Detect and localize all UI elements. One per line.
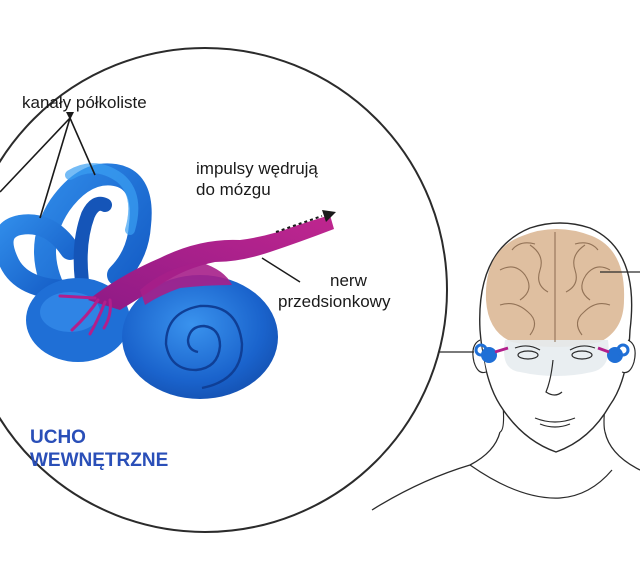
inner-ear-title: UCHO WEWNĘTRZNE xyxy=(30,426,168,472)
inner-ear-icon-right xyxy=(597,343,630,363)
cochlea-spiral xyxy=(164,304,244,390)
title-line-1: UCHO xyxy=(30,427,86,448)
impulse-arrow xyxy=(275,215,323,233)
label-nerve-2: przedsionkowy xyxy=(278,292,391,311)
inner-ear-detail xyxy=(0,163,336,399)
head-illustration xyxy=(371,222,640,511)
impulse-arrowhead xyxy=(322,210,336,222)
label-impulses-1: impulsy wędrują xyxy=(196,159,318,178)
canal-pointer-lines xyxy=(0,117,96,219)
canal-pointer-apex xyxy=(66,112,74,120)
title-line-2: WEWNĘTRZNE xyxy=(30,450,169,471)
label-impulses-2: do mózgu xyxy=(196,180,271,199)
cochlea xyxy=(122,275,278,399)
label-canals: kanały półkoliste xyxy=(22,93,147,112)
inner-ear-icon-left xyxy=(474,343,509,363)
nerve-pointer-line xyxy=(261,257,301,283)
label-nerve-1: nerw xyxy=(330,271,367,290)
semicircular-canals xyxy=(0,163,152,311)
shoulders xyxy=(371,431,640,511)
